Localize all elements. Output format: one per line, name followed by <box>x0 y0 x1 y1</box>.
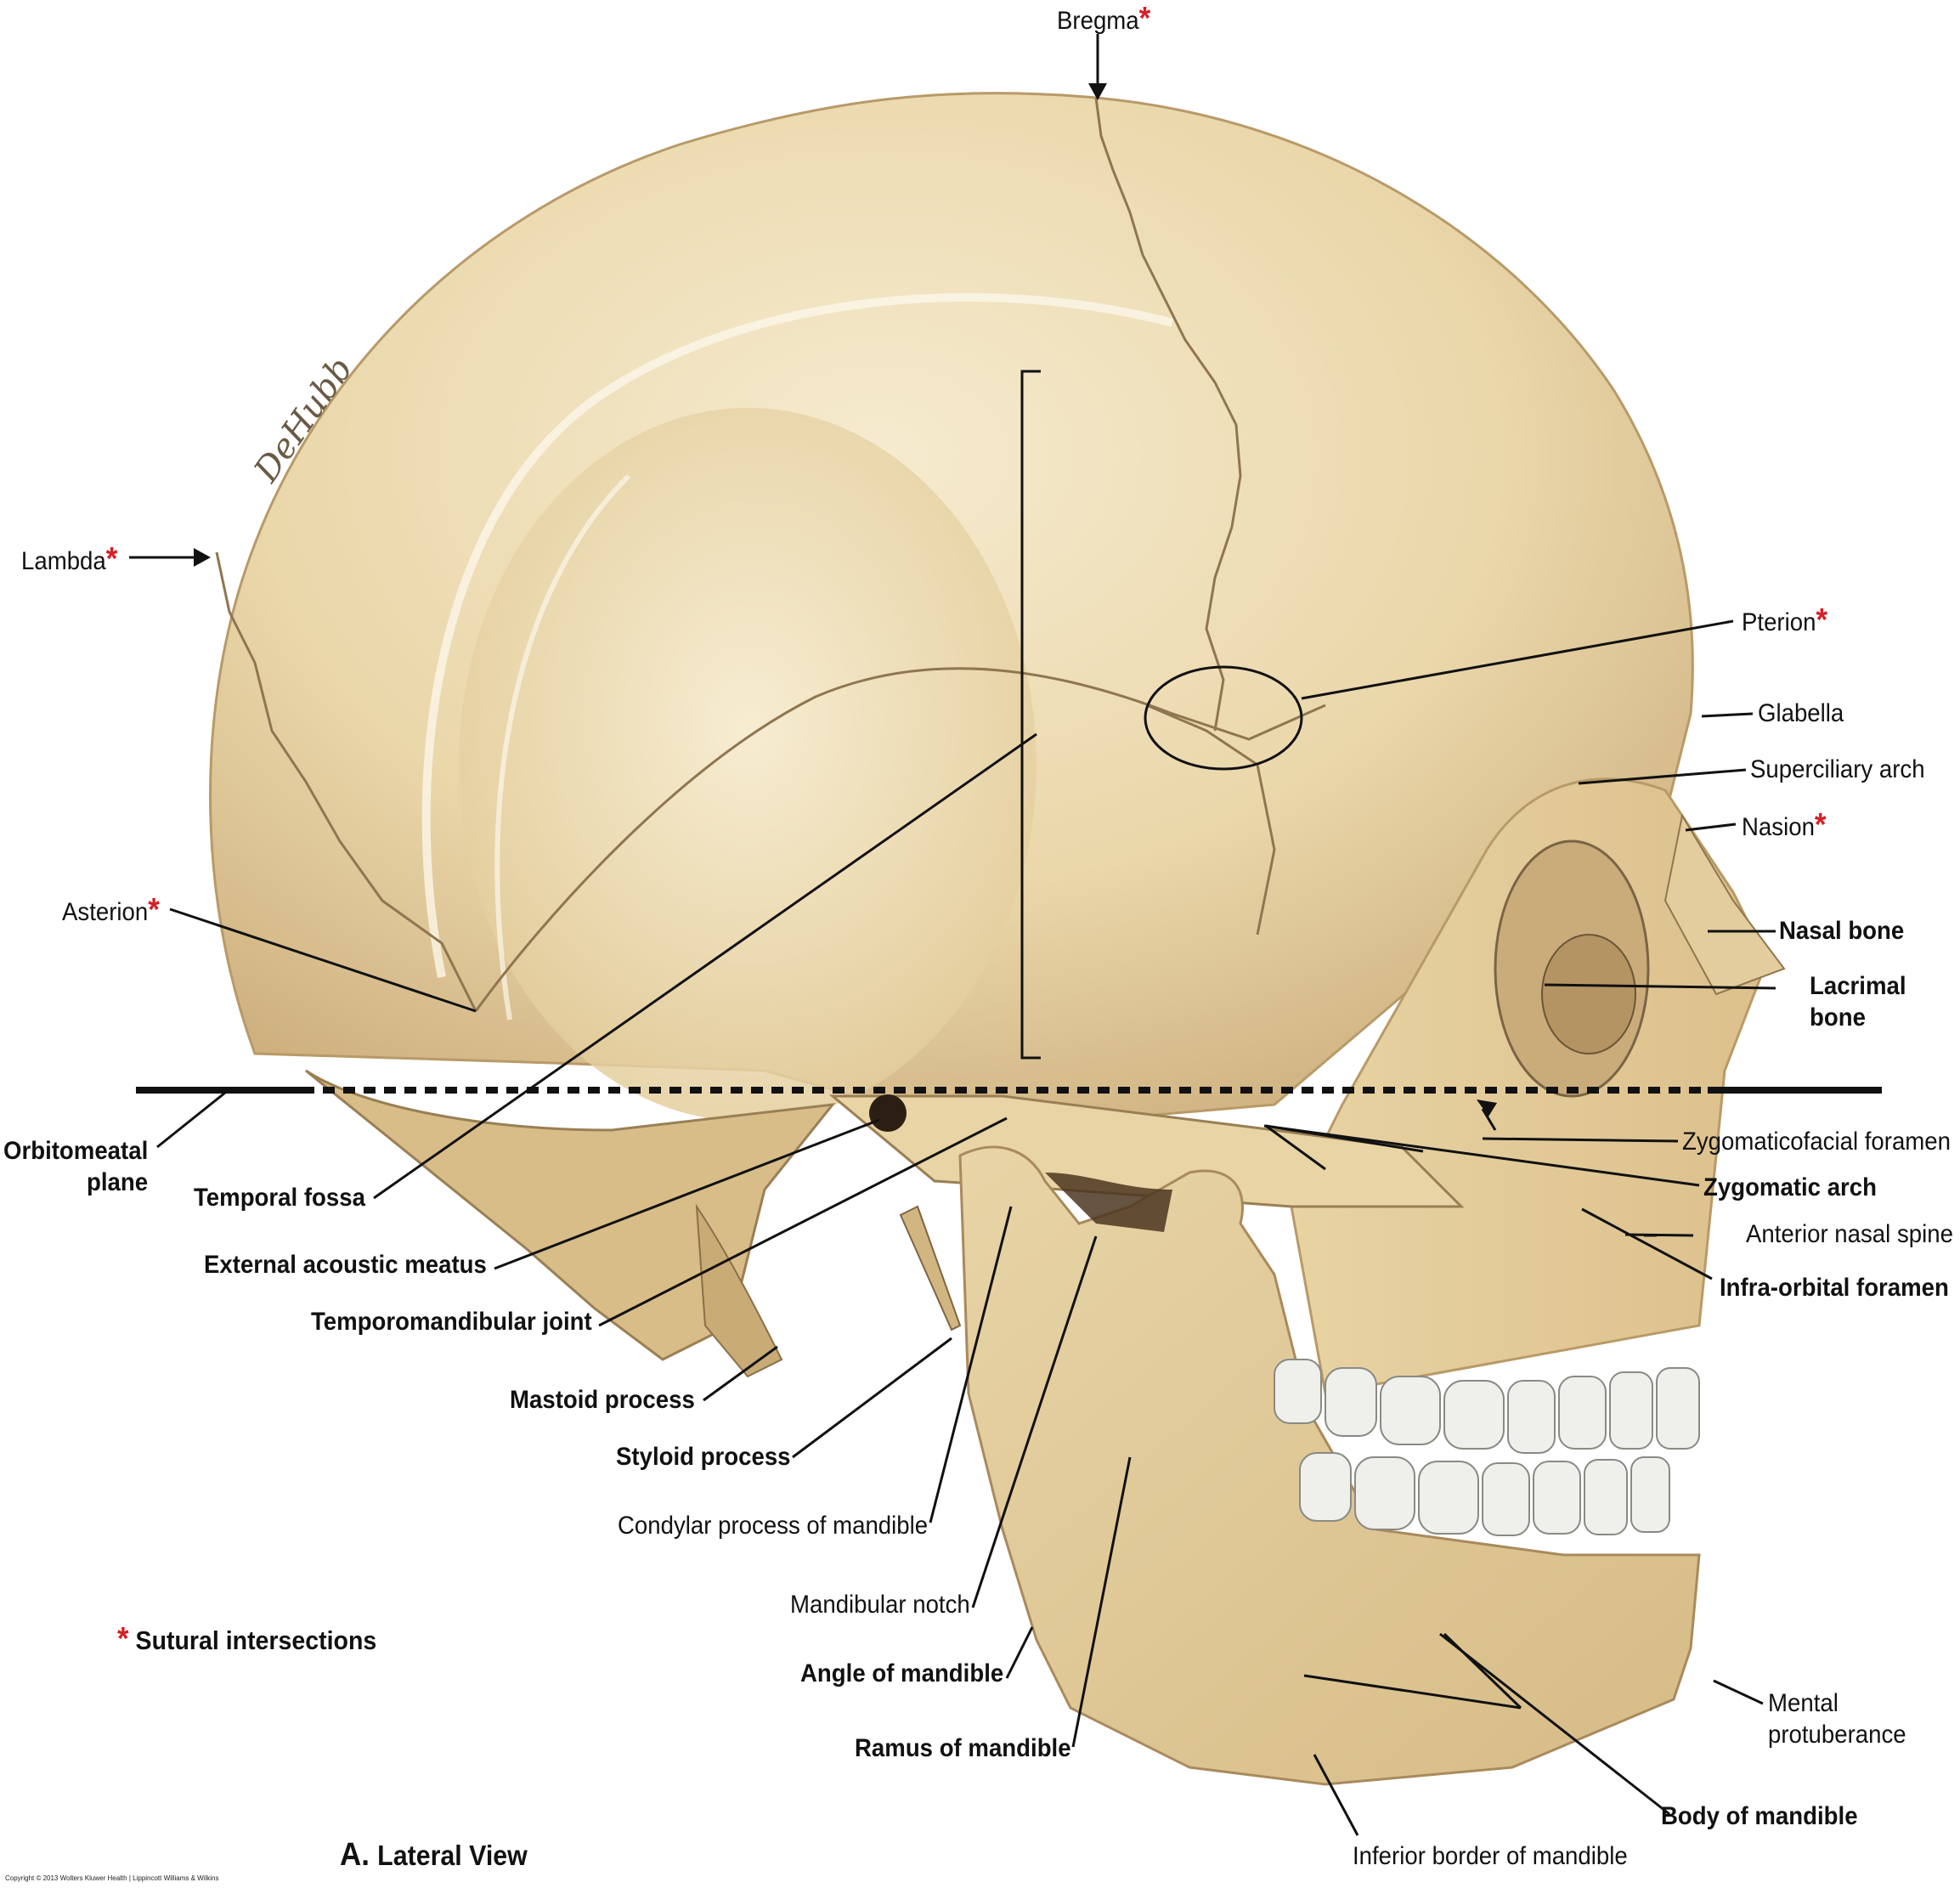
label-lambda: Lambda* <box>21 541 118 577</box>
legend-asterisk: * <box>117 1621 129 1657</box>
label-condylar-process: Condylar process of mandible <box>618 1512 929 1540</box>
coronal-suture <box>1094 97 1242 732</box>
label-styloid-process: Styloid process <box>616 1443 791 1471</box>
label-orbitomeatal-line2: plane <box>87 1168 149 1196</box>
label-temporomandibular-joint: Temporomandibular joint <box>311 1308 592 1336</box>
label-temporal-fossa: Temporal fossa <box>194 1184 365 1212</box>
label-body-of-mandible: Body of mandible <box>1661 1802 1858 1830</box>
label-glabella: Glabella <box>1758 699 1844 727</box>
asterisk-mark: * <box>1138 1 1151 37</box>
label-nasion: Nasion* <box>1742 807 1827 843</box>
squamous-suture <box>474 667 1326 1012</box>
lambda-text: Lambda <box>21 547 106 575</box>
legend-sutural-intersections: * Sutural intersections <box>117 1621 376 1658</box>
asterisk-mark: * <box>1814 807 1827 843</box>
copyright-notice: Copyright © 2013 Wolters Kluwer Health |… <box>5 1874 219 1882</box>
label-inferior-border: Inferior border of mandible <box>1353 1842 1628 1870</box>
figure-caption: A.Lateral View <box>340 1837 528 1874</box>
label-asterion: Asterion* <box>62 892 160 928</box>
temporal-fossa-bracket <box>1020 370 1041 1060</box>
label-anterior-nasal-spine: Anterior nasal spine <box>1746 1220 1953 1248</box>
asterisk-mark: * <box>105 541 118 577</box>
coronoid-notch <box>1045 1173 1172 1232</box>
asterisk-mark: * <box>1816 602 1828 638</box>
mastoid <box>695 1203 783 1378</box>
label-nasal-bone: Nasal bone <box>1779 917 1905 945</box>
label-superciliary-arch: Superciliary arch <box>1750 755 1925 783</box>
bregma-text: Bregma <box>1057 7 1139 35</box>
label-lacrimal-bone-line2: bone <box>1810 1003 1866 1032</box>
external-acoustic-meatus-opening <box>869 1094 907 1132</box>
teeth <box>1274 1359 1700 1536</box>
leader-lines <box>129 34 1776 1836</box>
legend-text: Sutural intersections <box>135 1625 377 1655</box>
caption-text: Lateral View <box>377 1840 528 1871</box>
cranium <box>209 92 1694 1132</box>
pterion-circle <box>1144 665 1303 771</box>
asterisk-mark: * <box>148 892 160 928</box>
pterion-text: Pterion <box>1742 608 1816 636</box>
label-zygomaticofacial-foramen: Zygomaticofacial foramen <box>1682 1128 1952 1156</box>
caption-letter: A. <box>340 1837 370 1873</box>
label-external-acoustic-meatus: External acoustic meatus <box>204 1251 487 1279</box>
lambdoid-suture <box>215 551 477 1012</box>
nasion-text: Nasion <box>1742 813 1815 841</box>
label-infraorbital-foramen: Infra-orbital foramen <box>1720 1274 1949 1302</box>
label-mental-protuberance-line1: Mental <box>1768 1689 1839 1717</box>
label-mastoid-process: Mastoid process <box>510 1386 695 1414</box>
label-orbitomeatal-line1: Orbitomeatal <box>3 1137 149 1165</box>
label-pterion: Pterion* <box>1742 602 1828 638</box>
label-angle-of-mandible: Angle of mandible <box>800 1659 1004 1687</box>
label-ramus-of-mandible: Ramus of mandible <box>855 1734 1071 1762</box>
label-zygomatic-arch: Zygomatic arch <box>1703 1173 1877 1201</box>
facial-skeleton <box>1290 777 1786 1395</box>
asterion-text: Asterion <box>62 898 149 926</box>
label-mandibular-notch: Mandibular notch <box>790 1591 970 1619</box>
label-mental-protuberance-line2: protuberance <box>1768 1721 1906 1749</box>
label-lacrimal-bone-line1: Lacrimal <box>1810 972 1906 1000</box>
styloid <box>899 1205 962 1331</box>
label-bregma: Bregma* <box>1057 3 1150 37</box>
